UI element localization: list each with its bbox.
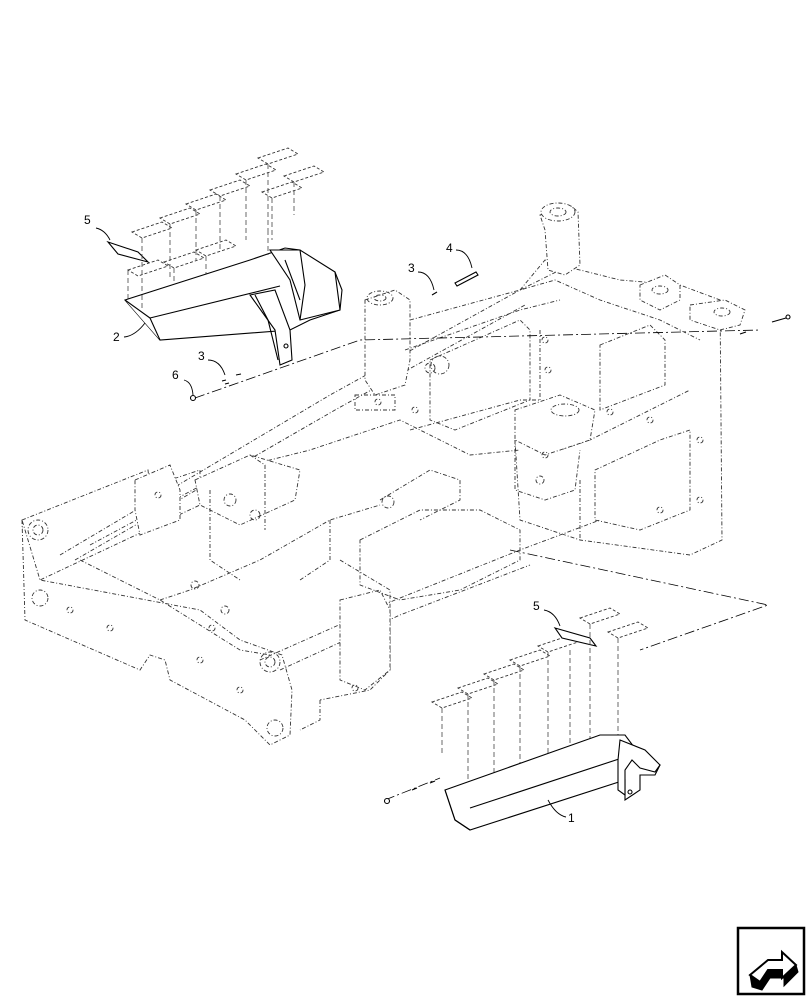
bolt-item-4 (454, 271, 479, 287)
bolt-lower (383, 797, 391, 805)
callout-2: 2 (113, 330, 120, 344)
hardware-left (189, 373, 242, 402)
upper-cover-assembly (106, 147, 343, 366)
callout-3-right: 3 (408, 261, 415, 275)
cover-part-1 (444, 734, 661, 831)
next-page-arrow-icon[interactable] (736, 926, 806, 996)
lower-cover-assembly (383, 607, 661, 831)
leader-lines (95, 227, 567, 818)
pad-item-5-lower (553, 627, 598, 647)
pad-item-5-upper (106, 240, 150, 264)
upper-pads (126, 147, 326, 277)
callout-1: 1 (568, 811, 575, 825)
callout-4: 4 (446, 241, 453, 255)
chassis-frame (21, 202, 746, 746)
bolt-item-6 (189, 394, 197, 402)
hardware-upper-right (431, 271, 791, 335)
callout-3-left: 3 (198, 349, 205, 363)
callout-5-lower: 5 (533, 599, 540, 613)
assembly-centerlines (194, 329, 770, 801)
lower-pads (430, 607, 650, 709)
callout-6: 6 (172, 368, 179, 382)
callout-labels: 5 2 6 3 3 4 5 1 (84, 213, 575, 825)
callout-5-upper: 5 (84, 213, 91, 227)
cover-part-2 (124, 247, 343, 366)
